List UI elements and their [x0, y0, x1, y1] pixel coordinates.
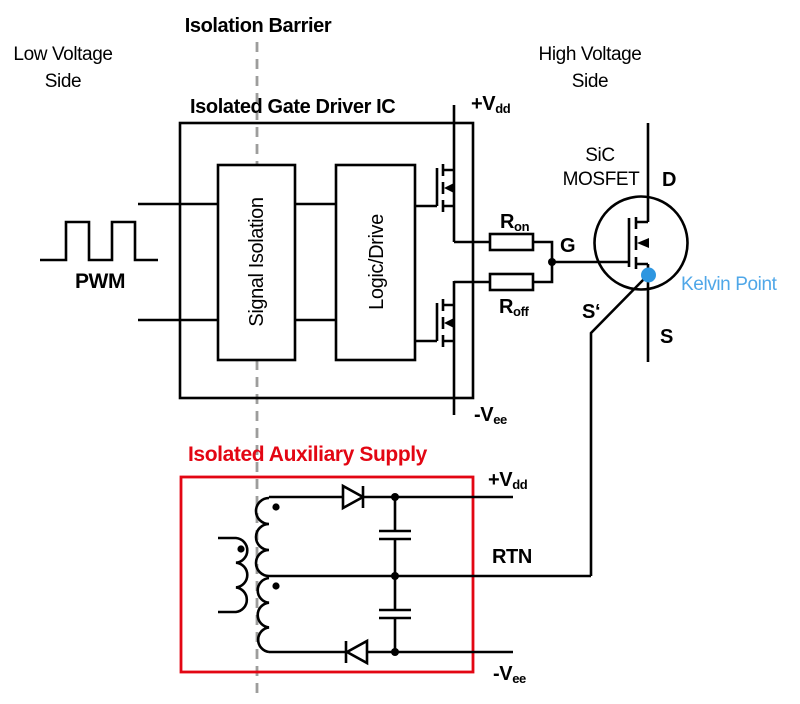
capacitor-top-icon: [379, 497, 411, 576]
roff-label-sub: off: [513, 304, 529, 319]
secondary-winding-bottom: [256, 576, 270, 654]
driver-vee-label-sub: ee: [493, 412, 507, 427]
secondary-dot-top: [272, 503, 280, 511]
wire-kelvin-source: [589, 276, 647, 576]
kelvin-point-dot: [641, 267, 656, 283]
sic-arrow: [637, 238, 649, 248]
kelvin-point-label: Kelvin Point: [681, 274, 778, 295]
pwm-label: PWM: [75, 270, 125, 293]
driver-mosfet-low-icon: [415, 299, 454, 347]
aux-supply-title: Isolated Auxiliary Supply: [188, 443, 428, 466]
driver-vee-label-main: -V: [474, 404, 494, 426]
upper-fet-arrow: [444, 183, 454, 193]
gate-driver-title: Isolated Gate Driver IC: [190, 96, 395, 118]
primary-dot: [237, 545, 245, 553]
driver-vee-label: -Vee: [474, 404, 507, 427]
diode-bottom-icon: [344, 638, 369, 666]
driver-mosfet-high-icon: [415, 164, 454, 212]
junction-dot-vee: [391, 648, 399, 656]
aux-supply-box: [179, 475, 475, 674]
low-voltage-side-label-line2: Side: [45, 71, 81, 92]
primary-winding: [218, 536, 249, 614]
signal-isolation-block: [216, 163, 297, 362]
signal-isolation-label: Signal Isolation: [246, 197, 268, 326]
lower-fet-arrow: [444, 318, 454, 328]
resistor-ron-icon: [488, 232, 535, 252]
transformer-secondary-icon: [254, 496, 280, 654]
aux-vee-label: -Vee: [493, 663, 526, 686]
drain-pin-label: D: [662, 169, 676, 191]
diode-top-icon: [341, 483, 366, 511]
junction-dot-vdd: [391, 493, 399, 501]
sic-mosfet-label-line2: MOSFET: [563, 169, 641, 190]
wire-ron-right: [533, 240, 554, 262]
ron-label-main: R: [500, 211, 515, 233]
ron-label-sub: on: [514, 219, 530, 234]
kelvin-source-pin-label: S‘: [582, 301, 600, 323]
aux-vdd-label-sub: dd: [512, 477, 528, 492]
aux-vee-label-sub: ee: [512, 671, 526, 686]
secondary-winding-top: [254, 496, 270, 578]
junction-dot-rtn: [391, 572, 399, 580]
ron-label: Ron: [500, 211, 530, 234]
capacitor-top: [379, 497, 411, 576]
transformer-primary-icon: [218, 536, 249, 614]
resistor-roff-icon: [488, 272, 535, 292]
driver-vdd-label-sub: dd: [495, 101, 511, 116]
gate-driver-box: [178, 121, 475, 400]
diode-top-triangle: [341, 483, 366, 511]
pwm-waveform-icon: [40, 220, 158, 262]
sic-mosfet-label-line1: SiC: [585, 145, 614, 166]
isolation-barrier-label: Isolation Barrier: [185, 15, 332, 37]
high-voltage-side-label-line2: Side: [572, 71, 608, 92]
roff-label: Roff: [499, 296, 530, 319]
capacitor-bottom-icon: [379, 576, 411, 652]
driver-vdd-label-main: +V: [471, 93, 496, 115]
roff-label-main: R: [499, 296, 514, 318]
driver-vdd-label: +Vdd: [471, 93, 511, 116]
sic-leads: [636, 220, 648, 266]
gate-pin-label: G: [560, 235, 575, 257]
aux-vdd-label-main: +V: [488, 469, 513, 491]
logic-drive-label: Logic/Drive: [366, 214, 388, 310]
logic-drive-block: [334, 163, 417, 362]
aux-vee-label-main: -V: [493, 663, 513, 685]
rtn-label: RTN: [492, 546, 532, 568]
sic-mosfet-body: [593, 195, 689, 291]
aux-vdd-label: +Vdd: [488, 469, 528, 492]
capacitor-bottom: [379, 576, 411, 652]
low-voltage-side-label-line1: Low Voltage: [13, 44, 112, 65]
wire-roff-right: [533, 262, 554, 284]
source-pin-label: S: [660, 326, 673, 348]
diode-bottom-triangle: [344, 638, 369, 666]
high-voltage-side-label-line1: High Voltage: [539, 44, 642, 65]
secondary-dot-bottom: [272, 582, 280, 590]
